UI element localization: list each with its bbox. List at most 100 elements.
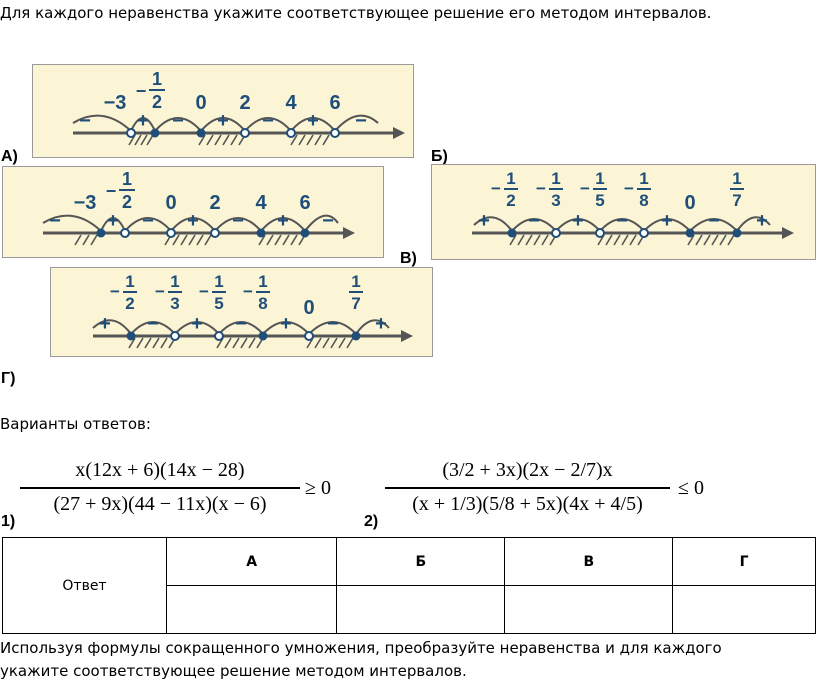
svg-text:1: 1 bbox=[258, 272, 267, 291]
svg-text:1: 1 bbox=[506, 169, 515, 188]
label-g: Г) bbox=[1, 370, 16, 387]
svg-text:−: − bbox=[199, 282, 209, 301]
sign: + bbox=[217, 110, 229, 132]
number-line-b: −3 0 2 4 6 − 1 2 − + − + − + − bbox=[42, 169, 355, 246]
fraction-minus-1-2: − 1 2 bbox=[136, 69, 165, 112]
svg-text:1: 1 bbox=[595, 169, 604, 188]
sign: − bbox=[355, 110, 367, 132]
svg-text:−: − bbox=[110, 282, 120, 301]
formula-1-numerator: x(12x + 6)(14x − 28) bbox=[75, 459, 245, 481]
formula-2-label: 2) bbox=[364, 513, 379, 530]
point-label: 4 bbox=[285, 92, 297, 114]
formula-2-numerator: (3/2 + 3x)(2x − 2/7)x bbox=[442, 459, 613, 481]
sign: + bbox=[191, 313, 203, 335]
number-line-v: −1 2 −1 3 −1 5 −1 8 0 1 7 + − bbox=[472, 169, 794, 246]
fraction-1-7: 1 7 bbox=[349, 272, 363, 313]
answer-cell-v[interactable] bbox=[504, 585, 674, 634]
answer-col-header: В bbox=[504, 537, 674, 586]
svg-text:8: 8 bbox=[639, 191, 648, 210]
formula-2-denominator: (x + 1/3)(5/8 + 5x)(4x + 4/5) bbox=[412, 493, 643, 515]
svg-text:−: − bbox=[243, 282, 253, 301]
answer-col-header: А bbox=[165, 537, 338, 586]
point-label: −3 bbox=[74, 192, 97, 214]
sign: − bbox=[327, 313, 339, 335]
svg-text:−: − bbox=[155, 282, 165, 301]
sign: + bbox=[187, 210, 199, 232]
svg-text:1: 1 bbox=[152, 69, 162, 89]
answer-row-label: Ответ bbox=[2, 537, 167, 634]
svg-text:2: 2 bbox=[122, 192, 132, 212]
sign: − bbox=[49, 210, 61, 232]
number-line-panel-b: −3 0 2 4 6 − 1 2 − + − + − + − bbox=[2, 166, 384, 258]
fraction-minus-1-2: − 1 2 bbox=[106, 169, 135, 212]
svg-text:−: − bbox=[536, 179, 546, 198]
sign: − bbox=[616, 210, 628, 232]
fraction-1-7: 1 7 bbox=[730, 169, 744, 210]
formula-1: x(12x + 6)(14x − 28) (27 + 9x)(44 − 11x)… bbox=[20, 455, 300, 525]
sign: − bbox=[528, 210, 540, 232]
number-line-panel-v: −1 2 −1 3 −1 5 −1 8 0 1 7 + − bbox=[431, 164, 816, 260]
formula-2: (3/2 + 3x)(2x − 2/7)x (x + 1/3)(5/8 + 5x… bbox=[385, 455, 670, 525]
svg-text:8: 8 bbox=[258, 294, 267, 313]
sign: + bbox=[280, 313, 292, 335]
svg-text:−: − bbox=[106, 181, 117, 201]
label-a: А) bbox=[1, 148, 18, 165]
point-label: 0 bbox=[303, 297, 314, 319]
sign: − bbox=[235, 313, 247, 335]
svg-text:3: 3 bbox=[551, 191, 560, 210]
point-label: −3 bbox=[104, 92, 127, 114]
number-line-panel-a: −3 0 2 4 6 − 1 2 − + − + − + − bbox=[32, 64, 414, 158]
sign: + bbox=[307, 110, 319, 132]
fraction-bar bbox=[385, 487, 670, 489]
answer-cell-a[interactable] bbox=[165, 585, 338, 634]
fraction-minus-1-3: −1 3 bbox=[536, 169, 563, 210]
svg-text:1: 1 bbox=[125, 272, 134, 291]
point-label: 0 bbox=[684, 192, 695, 214]
sign: + bbox=[661, 210, 673, 232]
point-label: 6 bbox=[299, 192, 310, 214]
task-intro: Для каждого неравенства укажите соответс… bbox=[0, 4, 712, 22]
svg-text:1: 1 bbox=[351, 272, 360, 291]
formula-1-denominator: (27 + 9x)(44 − 11x)(x − 6) bbox=[53, 493, 267, 515]
fraction-bar bbox=[20, 487, 300, 489]
svg-text:1: 1 bbox=[551, 169, 560, 188]
sign: − bbox=[322, 210, 334, 232]
sign: + bbox=[99, 313, 111, 335]
sign: − bbox=[172, 110, 184, 132]
sign: − bbox=[262, 110, 274, 132]
sign: − bbox=[232, 210, 244, 232]
fraction-minus-1-2: −1 2 bbox=[491, 169, 518, 210]
fraction-minus-1-3: −1 3 bbox=[155, 272, 182, 313]
answer-cell-b[interactable] bbox=[336, 585, 506, 634]
sign: − bbox=[142, 210, 154, 232]
svg-text:7: 7 bbox=[732, 191, 741, 210]
label-b: Б) bbox=[431, 148, 448, 165]
sign: + bbox=[277, 210, 289, 232]
answer-cell-g[interactable] bbox=[672, 585, 816, 634]
sign: − bbox=[79, 110, 91, 132]
svg-text:2: 2 bbox=[506, 191, 515, 210]
point-label: 0 bbox=[195, 92, 206, 114]
svg-text:1: 1 bbox=[639, 169, 648, 188]
sign: + bbox=[375, 313, 387, 335]
fraction-minus-1-5: −1 5 bbox=[580, 169, 607, 210]
svg-text:−: − bbox=[580, 179, 590, 198]
formula-1-label: 1) bbox=[1, 513, 16, 530]
svg-text:1: 1 bbox=[732, 169, 741, 188]
sign: + bbox=[137, 110, 149, 132]
svg-text:2: 2 bbox=[125, 294, 134, 313]
answers-heading: Варианты ответов: bbox=[0, 415, 151, 433]
svg-text:7: 7 bbox=[351, 294, 360, 313]
point-label: 6 bbox=[329, 92, 340, 114]
svg-text:2: 2 bbox=[152, 92, 162, 112]
svg-text:1: 1 bbox=[170, 272, 179, 291]
point-label: 4 bbox=[255, 192, 267, 214]
svg-text:1: 1 bbox=[122, 169, 132, 189]
answer-table: Ответ А Б В Г bbox=[2, 537, 816, 634]
fraction-minus-1-8: −1 8 bbox=[624, 169, 651, 210]
sign: − bbox=[708, 210, 720, 232]
formula-1-relation: ≥ 0 bbox=[305, 477, 331, 499]
formula-2-relation: ≤ 0 bbox=[678, 477, 704, 499]
svg-text:5: 5 bbox=[595, 191, 604, 210]
task-footer-line-1: Используя формулы сокращенного умножения… bbox=[0, 639, 722, 657]
